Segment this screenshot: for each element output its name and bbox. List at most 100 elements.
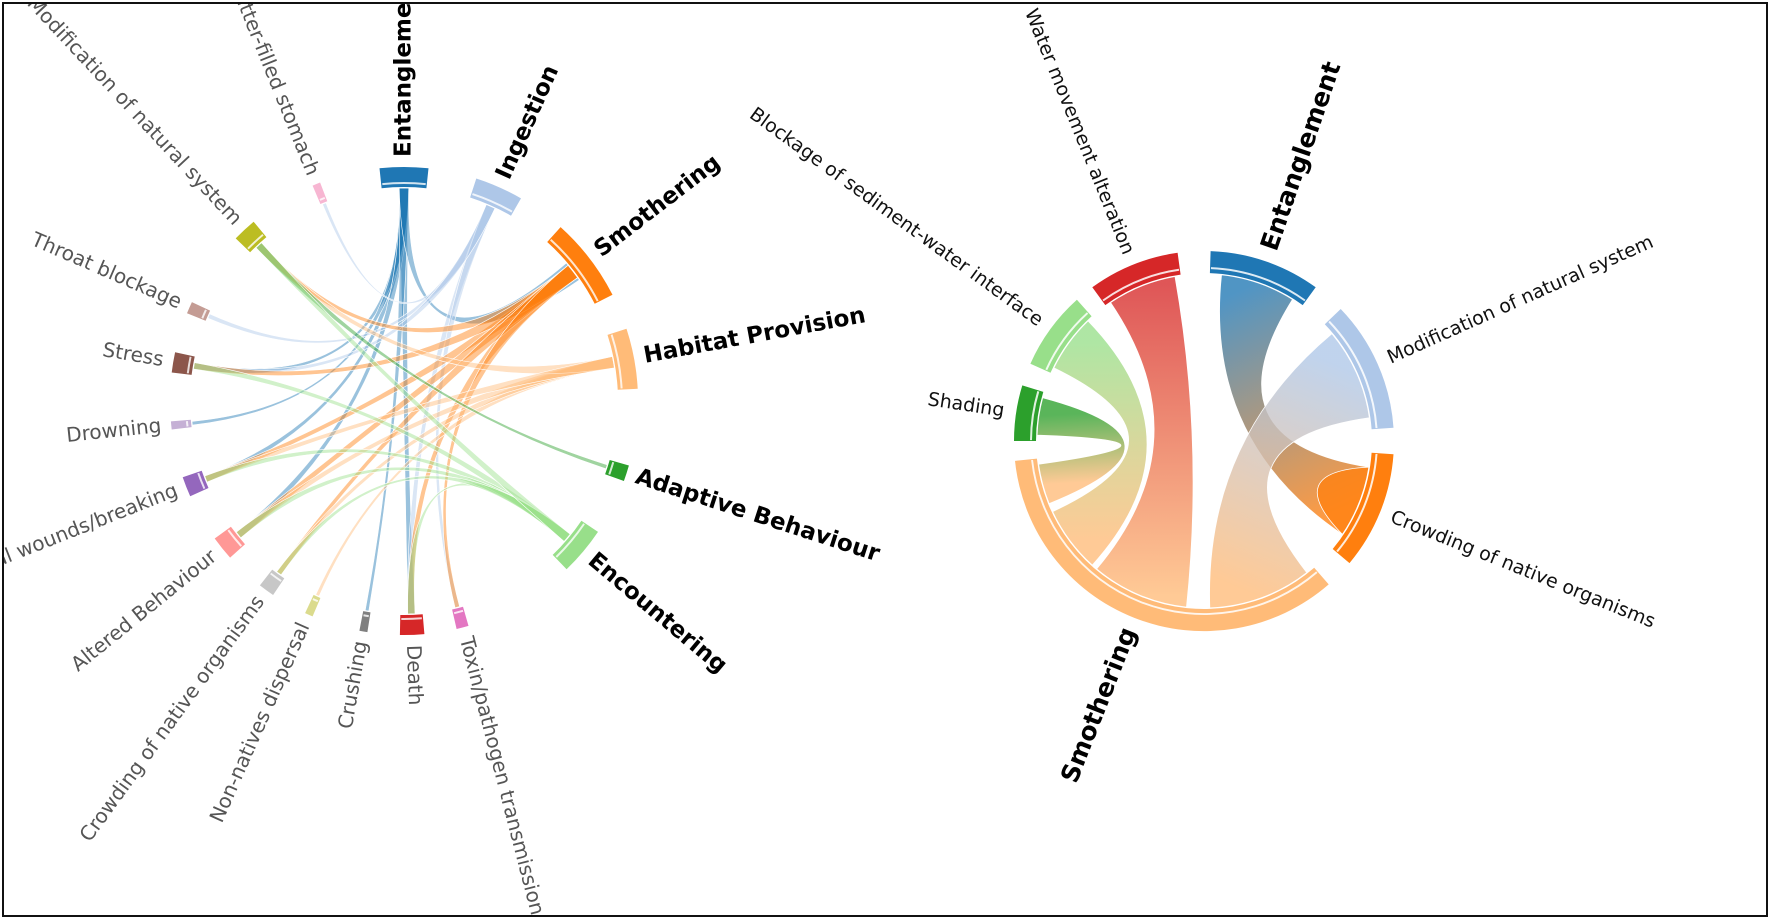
chord-ingestion-throat [207, 204, 496, 344]
node-encountering: Encountering [552, 520, 732, 679]
node-arc-inner-death [401, 617, 422, 621]
node-arc-inner-altered [227, 529, 242, 547]
node-label-entanglement: Entanglement [1255, 58, 1347, 254]
node-arc-smothering [1015, 458, 1329, 632]
chord-entanglement-crushing [364, 187, 410, 612]
node-arc-litter [312, 182, 328, 204]
chord-ingestion-stress [193, 204, 496, 374]
node-water: Water movement alteration [1020, 6, 1181, 306]
node-label-smothering: Smothering [1055, 623, 1142, 787]
node-label-litter: Litter-filled stomach [228, 4, 325, 179]
chord-modification-smothering [1209, 333, 1370, 609]
node-arc-death [399, 614, 425, 636]
node-arc-stress [171, 352, 195, 375]
chords [1036, 274, 1370, 609]
node-arc-modification [1324, 309, 1394, 430]
chord-encountering-modification [255, 242, 571, 542]
node-arc-inner-toxin [453, 609, 464, 615]
node-arc-inner-shading [1030, 391, 1040, 441]
node-toxin: Toxin/pathogen transmission [452, 606, 550, 917]
node-arc-inner-throat [201, 309, 207, 319]
node-death: Death [399, 614, 428, 706]
chord-crowding-crowding [1316, 466, 1370, 536]
node-throat: Throat blockage [27, 227, 211, 321]
node-arc-blockage [1030, 299, 1092, 373]
node-arc-inner-external [197, 472, 206, 489]
node-modification: Modification of natural system [1324, 231, 1657, 430]
node-arc-inner-crowding [270, 572, 282, 582]
node-arc-inner-habitat [610, 334, 623, 389]
chord-encountering-death [407, 482, 571, 615]
node-label-throat: Throat blockage [27, 227, 185, 314]
node-arc-crushing [359, 611, 371, 633]
node-label-blockage: Blockage of sediment-water interface [745, 103, 1047, 331]
node-arc-inner-nonnatives [312, 598, 319, 603]
node-arc-inner-stress [186, 356, 192, 374]
node-label-drowning: Drowning [65, 413, 162, 447]
node-arc-inner-drowning [185, 421, 189, 427]
node-label-modification: Modification of natural system [23, 4, 248, 230]
node-arc-inner-ingestion [472, 193, 513, 213]
node-arc-toxin [452, 606, 469, 629]
node-arc-inner-adaptive [608, 461, 615, 475]
node-arc-throat [187, 302, 211, 321]
links [191, 187, 615, 615]
node-label-modification: Modification of natural system [1384, 231, 1657, 369]
chord-encountering-crowding [276, 475, 571, 576]
chord-shading-smothering [1036, 397, 1126, 505]
node-arc-adaptive [605, 460, 629, 481]
node-label-smothering: Smothering [589, 150, 725, 263]
node-label-toxin: Toxin/pathogen transmission [455, 633, 550, 917]
node-ingestion: Ingestion [470, 61, 564, 216]
node-arc-ingestion [470, 178, 521, 216]
node-shading: Shading [926, 385, 1044, 441]
node-arc-modification [235, 221, 267, 253]
chord-entanglement-drowning [191, 187, 410, 426]
node-arc-inner-modification [247, 234, 264, 250]
node-arc-inner-water [1102, 268, 1180, 302]
node-label-adaptive: Adaptive Behaviour [632, 464, 883, 568]
node-arc-smothering [547, 227, 613, 304]
node-label-crowding: Crowding of native organisms [1387, 506, 1658, 633]
node-label-habitat: Habitat Provision [641, 302, 867, 369]
node-litter: Litter-filled stomach [228, 4, 328, 204]
node-label-shading: Shading [926, 388, 1006, 421]
chord-entanglement-smothering [398, 187, 580, 325]
chord-habitat-nonnatives [315, 356, 615, 597]
node-entanglement: Entanglement [1209, 58, 1347, 306]
node-arc-inner-encountering [555, 523, 585, 558]
node-adaptive: Adaptive Behaviour [605, 460, 884, 568]
node-drowning: Drowning [65, 413, 192, 447]
node-arc-nonnatives [305, 594, 321, 617]
node-label-ingestion: Ingestion [491, 61, 564, 183]
chord-water-smothering [1096, 276, 1194, 608]
node-arc-inner-litter [319, 197, 326, 201]
node-stress: Stress [101, 337, 195, 375]
node-label-death: Death [402, 644, 428, 705]
node-arc-crowding [259, 569, 285, 595]
node-label-encountering: Encountering [583, 547, 732, 678]
node-crowding: Crowding of native organisms [1332, 452, 1658, 633]
node-crushing: Crushing [333, 611, 372, 731]
node-modification: Modification of natural system [23, 4, 267, 253]
node-arc-inner-blockage [1045, 312, 1089, 371]
node-habitat: Habitat Provision [607, 302, 868, 390]
chord-encountering-external [204, 448, 571, 542]
chord-encountering-stress [193, 362, 571, 542]
node-arc-external [182, 470, 209, 497]
node-arc-entanglement [379, 167, 429, 189]
node-arc-inner-smothering [550, 239, 599, 302]
node-entanglement: Entanglement [379, 4, 429, 189]
node-label-external: External wounds/breaking [4, 478, 181, 596]
node-arc-inner-entanglement [382, 182, 426, 186]
node-label-entanglement: Entanglement [391, 4, 417, 157]
node-label-water: Water movement alteration [1020, 6, 1139, 258]
node-label-crushing: Crushing [333, 639, 372, 731]
node-label-altered: Altered Behaviour [66, 544, 222, 676]
chord-blockage-smothering [1052, 320, 1148, 566]
chord-smothering-toxin [442, 264, 579, 609]
